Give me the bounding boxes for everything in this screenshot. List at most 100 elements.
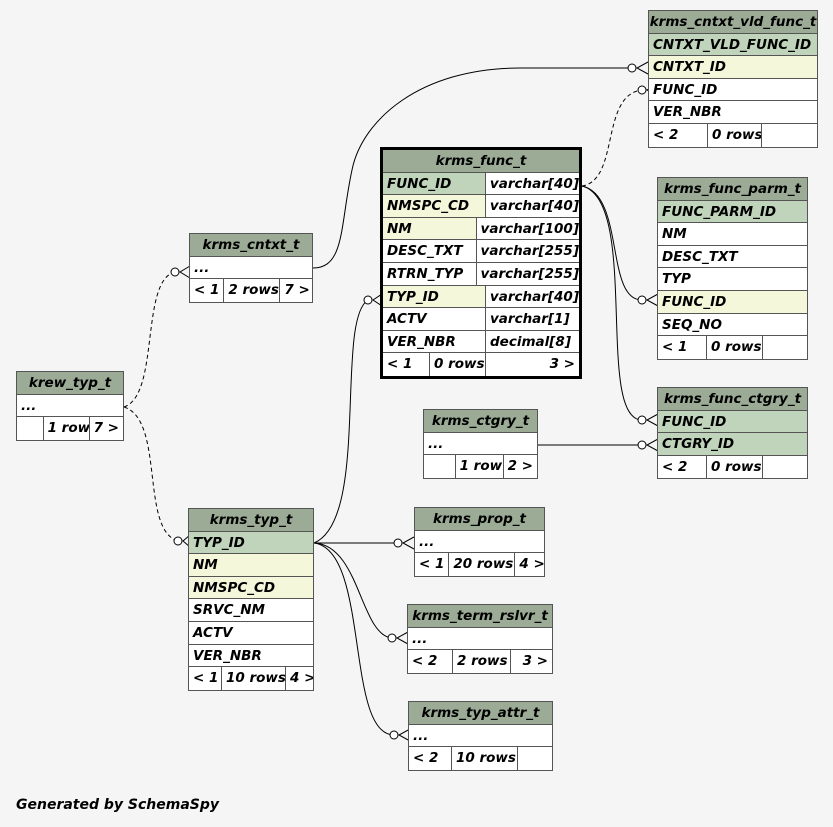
table-krms-cntxt-vld-func-t[interactable]: krms_cntxt_vld_func_t CNTXT_VLD_FUNC_ID … [648,10,818,148]
column-seq-no: SEQ_NO [658,314,807,337]
table-footer: < 2 10 rows [409,747,552,770]
table-krms-prop-t[interactable]: krms_prop_t ... < 1 20 rows 4 > [414,507,545,577]
table-krms-func-parm-t[interactable]: krms_func_parm_t FUNC_PARM_ID NM DESC_TX… [657,177,808,360]
edge-func-to-cntxt-vld-func [581,89,643,187]
table-title: krew_typ_t [17,372,123,395]
children-count [517,747,552,770]
children-count: 4 > [285,667,313,690]
row-count: 0 rows [707,123,763,147]
column-nmspc-cd: NMSPC_CD [189,576,313,600]
row-count: 20 rows [448,553,514,576]
children-count [762,455,807,479]
parents-count [424,455,455,478]
column-func-parm-id: FUNC_PARM_ID [658,200,807,224]
table-krms-typ-t[interactable]: krms_typ_t TYP_ID NM NMSPC_CD SRVC_NM AC… [188,508,314,691]
column-name: FUNC_ID [387,175,452,192]
column-typ: TYP [658,268,807,291]
column-ellipsis: ... [409,725,552,748]
row-count: 0 rows [706,336,762,359]
parents-count [17,417,43,440]
column-ellipsis: ... [17,395,123,418]
edge-end-circle [173,536,183,546]
table-footer: 1 row 2 > [424,455,537,478]
column-type: varchar[40] [484,195,579,217]
column-type: varchar[100] [475,217,579,240]
table-title: krms_typ_t [189,509,313,532]
table-title: krms_cntxt_t [190,234,312,257]
column-func-id: FUNC_ID [658,410,807,434]
table-krms-typ-attr-t[interactable]: krms_typ_attr_t ... < 2 10 rows [408,701,553,771]
column-name: DESC_TXT [387,243,463,260]
table-krms-cntxt-t[interactable]: krms_cntxt_t ... < 1 2 rows 7 > [189,233,313,303]
table-footer: < 2 0 rows [658,455,807,479]
table-title: krms_prop_t [415,508,544,531]
table-title: krms_ctgry_t [424,410,537,433]
table-krms-func-ctgry-t[interactable]: krms_func_ctgry_t FUNC_ID CTGRY_ID < 2 0… [657,387,808,480]
column-type: varchar[40] [484,172,579,195]
table-title: krms_func_parm_t [658,178,807,201]
column-srvc-nm: SRVC_NM [189,599,313,622]
children-count: 7 > [88,417,123,440]
children-count: 3 > [510,650,552,673]
table-krew-typ-t[interactable]: krew_typ_t ... 1 row 7 > [16,371,124,441]
column-func-id: FUNC_ID varchar[40] [383,172,579,196]
column-type: varchar[255] [475,240,579,262]
column-ver-nbr: VER_NBR [649,101,817,124]
row-count: 2 rows [452,650,510,673]
table-title: krms_typ_attr_t [409,702,552,725]
edge-end-circle [637,440,647,450]
column-desc-txt: DESC_TXT varchar[255] [383,240,579,263]
column-cntxt-id: CNTXT_ID [649,56,817,79]
children-count: 2 > [502,455,537,478]
edge-typ-to-typ-attr [313,542,395,736]
edge-func-to-func-ctgry [581,185,643,421]
column-type: decimal[8] [485,330,579,353]
column-func-id: FUNC_ID [649,79,817,102]
column-ver-nbr: VER_NBR decimal[8] [383,330,579,354]
edge-typ-to-func [313,299,369,544]
children-count: 4 > [514,553,544,576]
parents-count: < 1 [387,356,413,373]
row-count: 1 row [454,455,503,478]
column-actv: ACTV [189,622,313,645]
children-count: 7 > [279,279,312,302]
row-count: 2 rows [223,279,279,302]
edge-end-circle [363,295,373,305]
column-ellipsis: ... [424,433,537,456]
edge-cntxt-to-cntxt-vld-func [312,67,632,269]
column-ellipsis: ... [408,628,552,651]
row-count: 0 rows [706,455,762,479]
column-name: ACTV [387,311,427,328]
column-name: VER_NBR [387,333,456,350]
edge-end-circle [627,63,637,73]
column-type: varchar[40] [484,285,579,308]
column-nmspc-cd: NMSPC_CD varchar[40] [383,195,579,218]
children-count [762,336,807,359]
column-name: NMSPC_CD [387,198,470,215]
table-title: krms_term_rslvr_t [408,605,552,628]
row-count: 10 rows [451,747,517,770]
table-krms-ctgry-t[interactable]: krms_ctgry_t ... 1 row 2 > [423,409,538,479]
edge-end-circle [637,295,647,305]
column-name: TYP_ID [387,288,439,305]
table-footer: < 1 0 rows [658,336,807,359]
column-name: NM [387,220,412,237]
edge-end-circle [393,538,403,548]
column-nm: NM varchar[100] [383,217,579,241]
table-footer: < 1 2 rows 7 > [190,279,312,302]
column-ellipsis: ... [190,257,312,280]
parents-count: < 1 [662,339,688,356]
edge-end-circle [637,415,647,425]
edge-krew-typ-to-cntxt [123,271,176,408]
table-krms-term-rslvr-t[interactable]: krms_term_rslvr_t ... < 2 2 rows 3 > [407,604,553,674]
table-title: krms_cntxt_vld_func_t [649,11,817,34]
parents-count: < 2 [662,458,688,475]
row-count: 10 rows [221,667,286,690]
column-ver-nbr: VER_NBR [189,645,313,668]
edge-end-circle [637,85,647,95]
table-title: krms_func_ctgry_t [658,388,807,411]
column-typ-id: TYP_ID varchar[40] [383,285,579,309]
